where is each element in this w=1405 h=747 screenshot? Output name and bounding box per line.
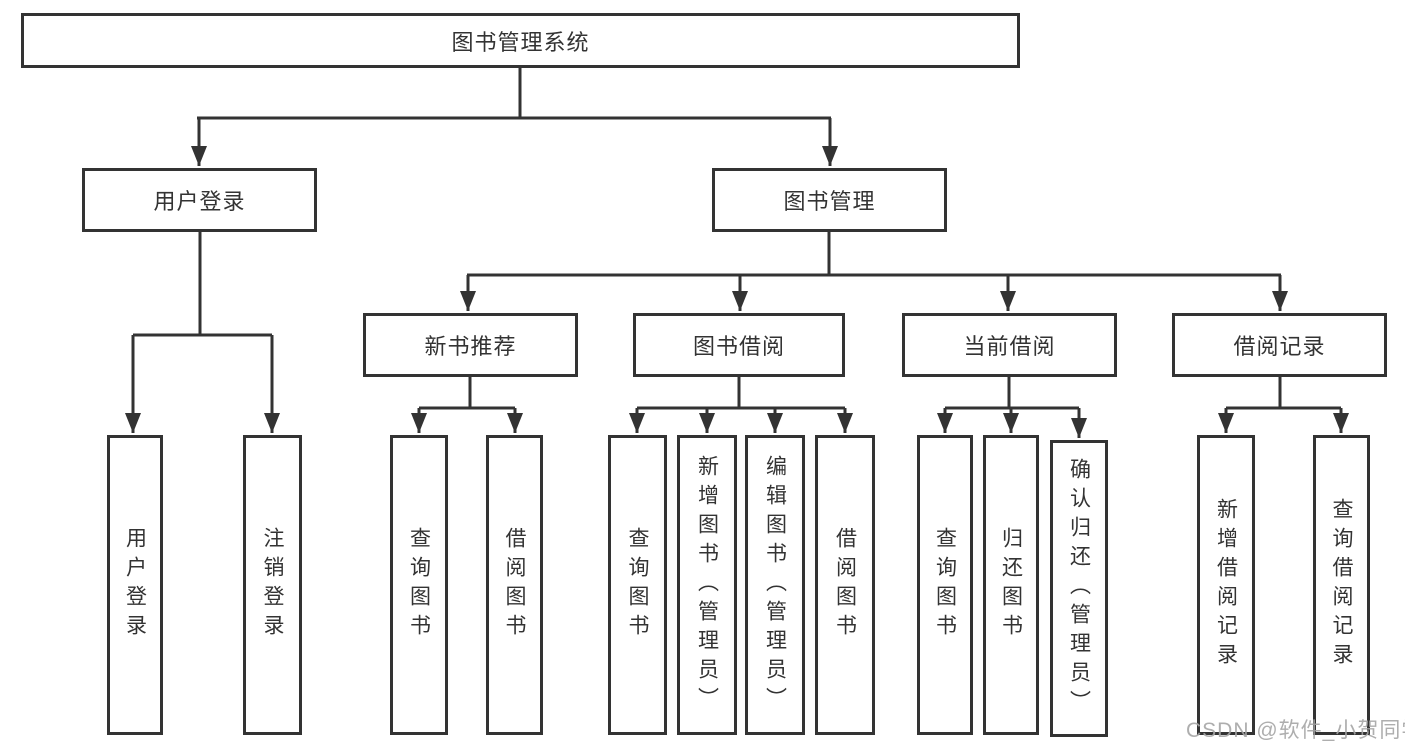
node-book-management: 图书管理 (712, 168, 947, 232)
leaf-return-books-label: 归还图书 (999, 527, 1023, 643)
leaf-borrow-books-recommend-label: 借阅图书 (503, 527, 527, 643)
node-book-borrow: 图书借阅 (633, 313, 845, 377)
leaf-logout: 注销登录 (243, 435, 302, 735)
leaf-query-books-current-label: 查询图书 (933, 527, 957, 643)
node-current-borrow: 当前借阅 (902, 313, 1117, 377)
leaf-return-books: 归还图书 (983, 435, 1039, 735)
leaf-add-book-admin: 新增图书（管理员） (677, 435, 737, 735)
leaf-add-book-admin-label: 新增图书（管理员） (695, 454, 719, 716)
node-borrow-records: 借阅记录 (1172, 313, 1387, 377)
leaf-logout-label: 注销登录 (261, 527, 285, 643)
leaf-user-login-label: 用户登录 (123, 527, 147, 643)
leaf-borrow-books-recommend: 借阅图书 (486, 435, 543, 735)
leaf-query-borrow-record-label: 查询借阅记录 (1330, 498, 1354, 672)
leaf-query-books-recommend-label: 查询图书 (407, 527, 431, 643)
leaf-query-books-borrow: 查询图书 (608, 435, 667, 735)
leaf-borrow-books: 借阅图书 (815, 435, 875, 735)
leaf-query-books-current: 查询图书 (917, 435, 973, 735)
leaf-edit-book-admin-label: 编辑图书（管理员） (763, 454, 787, 716)
leaf-confirm-return-admin: 确认归还（管理员） (1050, 440, 1108, 737)
node-root: 图书管理系统 (21, 13, 1020, 68)
leaf-query-books-borrow-label: 查询图书 (626, 527, 650, 643)
leaf-add-borrow-record: 新增借阅记录 (1197, 435, 1255, 735)
leaf-confirm-return-admin-label: 确认归还（管理员） (1067, 458, 1091, 719)
leaf-edit-book-admin: 编辑图书（管理员） (745, 435, 805, 735)
leaf-borrow-books-label: 借阅图书 (833, 527, 857, 643)
leaf-query-books-recommend: 查询图书 (390, 435, 448, 735)
leaf-query-borrow-record: 查询借阅记录 (1313, 435, 1370, 735)
leaf-user-login: 用户登录 (107, 435, 163, 735)
node-user-login: 用户登录 (82, 168, 317, 232)
node-new-book-recommend: 新书推荐 (363, 313, 578, 377)
watermark-text: CSDN @软件_小贺同学 (1186, 719, 1405, 742)
leaf-add-borrow-record-label: 新增借阅记录 (1214, 498, 1238, 672)
